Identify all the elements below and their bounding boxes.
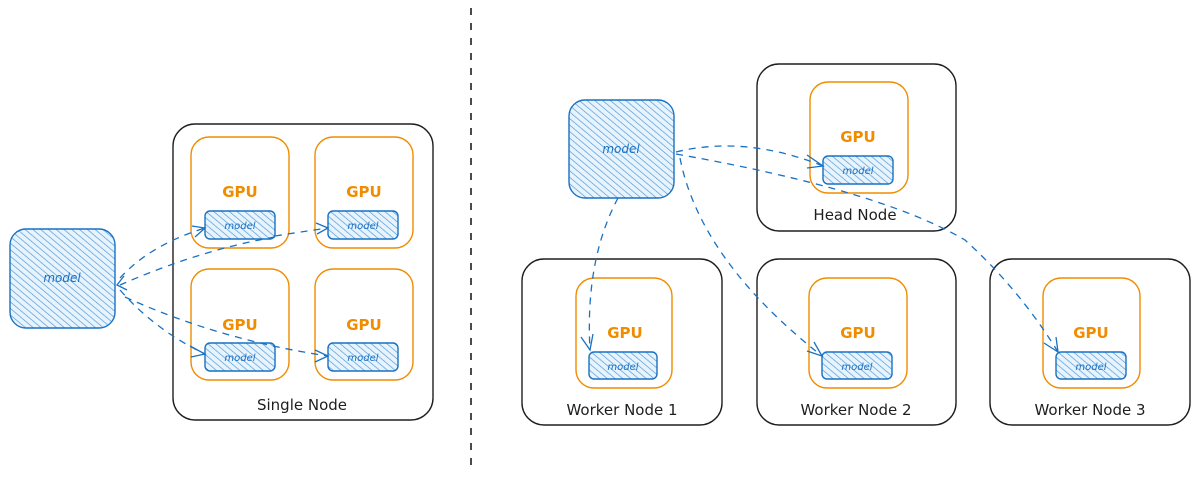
left-source-model: model [9, 228, 116, 329]
gpu-label: GPU [222, 183, 258, 201]
arrowhead [314, 349, 330, 363]
head-node-label: Head Node [813, 206, 896, 224]
arrowhead [806, 341, 824, 358]
arrow-to-worker-2 [679, 157, 823, 357]
arrowhead [116, 275, 128, 291]
arrowhead [806, 154, 825, 169]
worker-node-1-label: Worker Node 1 [566, 401, 677, 419]
gpu-model-shard [588, 351, 658, 380]
arrowhead [191, 225, 207, 238]
arrow-to-worker-3 [675, 153, 1059, 353]
left-gpu-1: GPU model [190, 136, 290, 249]
arrow-to-gpu-2 [274, 227, 329, 237]
gpu-model-shard [204, 342, 276, 372]
right-source-model: model [568, 99, 675, 199]
gpu-model-label: model [347, 353, 378, 364]
gpu-model-shard [821, 351, 893, 380]
gpu-model-shard [204, 210, 276, 240]
left-source-model-label: model [43, 271, 81, 285]
gpu-label: GPU [840, 324, 876, 342]
single-node-box: Single Node [172, 123, 434, 421]
gpu-label: GPU [346, 316, 382, 334]
gpu-model-label: model [607, 362, 638, 373]
right-source-model-label: model [602, 142, 640, 156]
arrow-to-gpu-4 [124, 296, 329, 357]
arrow-gpu1-to-source [119, 236, 276, 286]
left-gpu-3: GPU model [190, 268, 290, 381]
worker-node-2-label: Worker Node 2 [800, 401, 911, 419]
arrow-to-head-node [675, 145, 824, 167]
gpu-model-shard [1055, 351, 1127, 380]
arrowhead [189, 345, 207, 358]
arrowhead [315, 222, 330, 235]
gpu-label: GPU [840, 128, 876, 146]
worker-node-1-gpu [575, 277, 673, 389]
arrow-to-worker-1 [588, 197, 619, 351]
gpu-model-shard [327, 342, 399, 372]
left-gpu-2: GPU model [314, 136, 414, 249]
gpu-model-label: model [347, 221, 378, 232]
single-node-label: Single Node [257, 396, 347, 414]
gpu-label: GPU [607, 324, 643, 342]
gpu-label: GPU [346, 183, 382, 201]
worker-node-3: Worker Node 3 GPU model [989, 258, 1191, 426]
worker-node-2-gpu [808, 277, 908, 389]
gpu-label: GPU [222, 316, 258, 334]
head-node-gpu [809, 81, 909, 194]
arrowhead [1043, 336, 1059, 354]
head-node: Head Node GPU model [756, 63, 957, 232]
right-arrows [580, 145, 1059, 358]
gpu-model-shard [822, 155, 894, 185]
gpu-model-label: model [224, 353, 255, 364]
gpu-model-label: model [224, 221, 255, 232]
gpu-model-shard [327, 210, 399, 240]
left-gpu-4: GPU model [314, 268, 414, 381]
gpu-model-label: model [842, 166, 873, 177]
gpu-model-label: model [1075, 362, 1106, 373]
arrowhead [580, 333, 594, 352]
gpu-model-label: model [841, 362, 872, 373]
worker-node-1: Worker Node 1 GPU model [521, 258, 723, 426]
left-arrows [116, 222, 330, 363]
worker-node-3-label: Worker Node 3 [1034, 401, 1145, 419]
worker-node-2: Worker Node 2 GPU model [756, 258, 957, 426]
worker-node-3-gpu [1042, 277, 1141, 389]
gpu-label: GPU [1073, 324, 1109, 342]
arrow-to-gpu-3 [119, 289, 206, 355]
